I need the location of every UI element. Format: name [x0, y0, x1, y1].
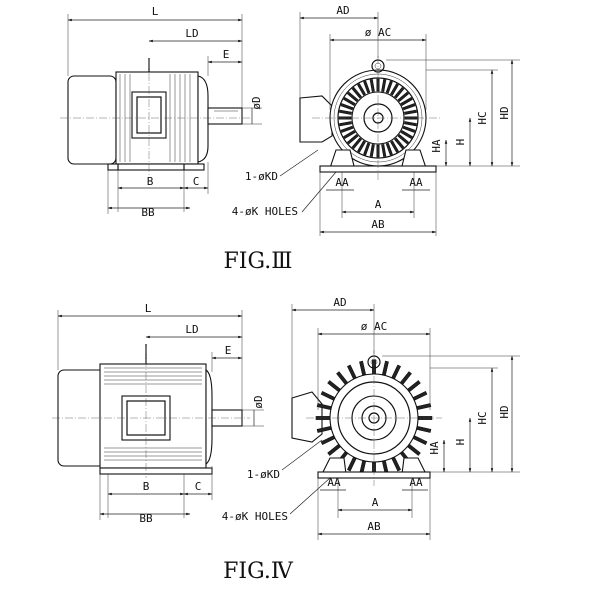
fig4-dim-D: øD	[252, 395, 265, 408]
fig3-dim-H: H	[454, 139, 467, 146]
fig4-front-view	[291, 350, 442, 486]
cooling-fin	[400, 130, 413, 139]
fig4-dim-H: H	[454, 439, 467, 446]
cooling-fin	[400, 97, 413, 106]
cooling-fin	[339, 121, 352, 127]
cooling-fin	[402, 103, 416, 111]
fig3-dim-KD: 1-øKD	[245, 170, 278, 183]
cooling-fin	[404, 121, 417, 127]
fig4-dim-AB: AB	[367, 520, 381, 533]
cooling-fin	[340, 125, 354, 133]
fig4-dim-AA-left: AA	[327, 476, 341, 489]
fig4-dim-C: C	[195, 480, 202, 493]
fig4-dim-E: E	[225, 344, 232, 357]
cooling-fin	[351, 86, 362, 99]
cooling-fin	[369, 144, 375, 157]
cooling-fin	[363, 80, 371, 94]
cooling-fin	[397, 134, 410, 145]
cooling-fin	[397, 91, 410, 102]
fig3-dim-AC: ø AC	[365, 26, 392, 39]
fig3-caption: FIG.Ⅲ	[224, 249, 293, 274]
fig4-dim-AC: ø AC	[361, 320, 388, 333]
fig4-dim-HD: HD	[498, 405, 511, 418]
fig4-dim-KD: 1-øKD	[247, 468, 280, 481]
cooling-fin	[390, 83, 399, 96]
cooling-fin	[357, 140, 366, 153]
fig4-dim-B: B	[143, 480, 150, 493]
fig3-dim-K: 4-øK HOLES	[232, 205, 298, 218]
cooling-fin	[343, 130, 356, 139]
cooling-fin	[346, 134, 359, 145]
fig3-dim-L: L	[152, 5, 159, 18]
cooling-fin	[385, 142, 393, 156]
fig4-dim-A: A	[372, 496, 379, 509]
fig4-dim-K: 4-øK HOLES	[222, 510, 288, 523]
cooling-fin	[381, 144, 387, 157]
fig3-dim-A: A	[375, 198, 382, 211]
fig3-dim-BB: BB	[141, 206, 155, 219]
fig3-dim-AB: AB	[371, 218, 385, 231]
fig3-dim-LD: LD	[185, 27, 198, 40]
cooling-fin	[394, 137, 405, 150]
cooling-fin	[390, 140, 399, 153]
cooling-fin	[340, 103, 354, 111]
fig3-dim-B: B	[147, 175, 154, 188]
fig4-dim-L: L	[145, 302, 152, 315]
cooling-fin	[369, 79, 375, 92]
fig3-front-view	[299, 56, 440, 180]
fig4-side-dimensions: L LD E øD B C BB	[57, 302, 265, 525]
fig3-dim-HC: HC	[476, 111, 489, 124]
cooling-fin	[357, 83, 366, 96]
cooling-fin	[404, 109, 417, 115]
fig4-dim-HC: HC	[476, 411, 489, 424]
fig3-dim-AD: AD	[336, 4, 349, 17]
cooling-fin	[394, 86, 405, 99]
fig3-side-view	[60, 58, 250, 176]
fig4-dim-LD: LD	[185, 323, 198, 336]
cooling-fin	[351, 137, 362, 150]
cooling-fin	[339, 109, 352, 115]
fig3-dim-AA-right: AA	[409, 176, 423, 189]
fig3-dim-HD: HD	[498, 106, 511, 119]
fig4-side-view	[52, 344, 250, 478]
fig3-front-dimensions: AD ø AC HD HC H HA 1-øKD AA AA A AB 4-øK…	[232, 4, 520, 236]
fig4-caption: FIG.Ⅳ	[223, 559, 294, 584]
fig3-side-dimensions: L LD E øD B C BB	[67, 5, 263, 219]
fig3-dim-E: E	[223, 48, 230, 61]
cooling-fin	[385, 80, 393, 94]
fig3-dim-HA: HA	[430, 139, 443, 153]
fig3-dim-D: øD	[250, 96, 263, 109]
fig4-dim-AD: AD	[333, 296, 346, 309]
fig3-dim-C: C	[193, 175, 200, 188]
fig4-dim-AA-right: AA	[409, 476, 423, 489]
fig4-dim-HA: HA	[428, 441, 441, 455]
cooling-fin	[381, 79, 387, 92]
cooling-fin	[346, 91, 359, 102]
cooling-fin	[343, 97, 356, 106]
cooling-fin	[402, 125, 416, 133]
fig4-dim-BB: BB	[139, 512, 153, 525]
cooling-fin	[363, 142, 371, 156]
fig4-front-dimensions: AD ø AC HD HC H HA 1-øKD AA AA A AB 4-øK…	[222, 296, 520, 540]
